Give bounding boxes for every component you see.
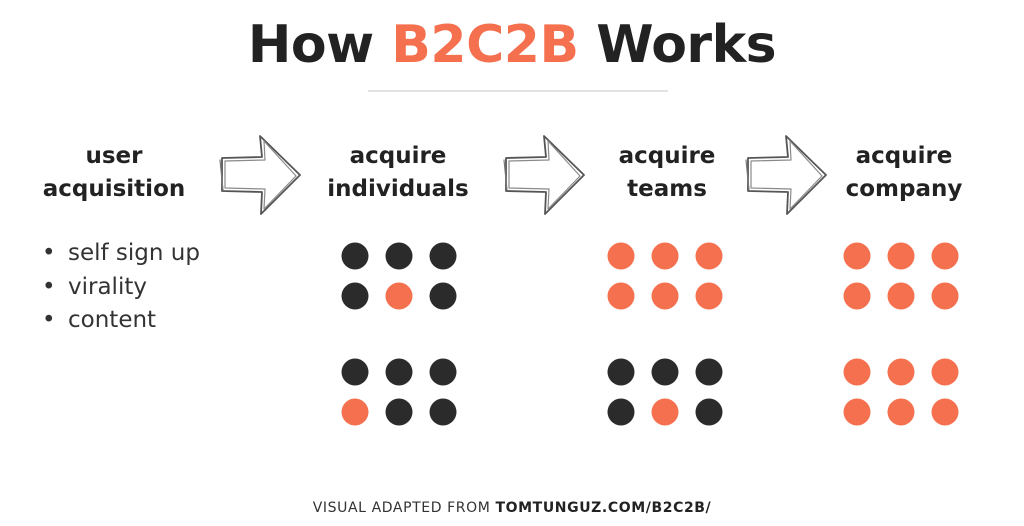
title-accent: B2C2B — [391, 15, 579, 75]
dot-accent — [931, 282, 959, 310]
dot-accent — [843, 242, 871, 270]
column-header-line: acquire — [618, 143, 716, 169]
dot-accent — [607, 242, 635, 270]
dot-dark — [429, 282, 457, 310]
arrow-right-icon — [503, 135, 585, 215]
dot-dark — [341, 242, 369, 270]
dot-dark — [607, 398, 635, 426]
column-header-line: teams — [627, 176, 707, 202]
dot-accent — [695, 282, 723, 310]
dot-dark — [695, 398, 723, 426]
dot-accent — [695, 242, 723, 270]
column-header-acquire-teams: acquire teams — [567, 140, 767, 206]
column-header-user-acquisition: user acquisition — [14, 140, 214, 206]
bullet-item: content — [38, 304, 228, 338]
title-suffix: Works — [596, 15, 777, 75]
dot-dark — [429, 398, 457, 426]
dot-dark — [695, 358, 723, 386]
bullet-list: self sign up virality content — [38, 237, 228, 338]
column-header-line: company — [845, 176, 963, 202]
dot-accent — [385, 282, 413, 310]
dot-accent — [931, 242, 959, 270]
arrow-right-icon — [219, 135, 301, 215]
dot-dark — [385, 358, 413, 386]
dot-dark — [385, 242, 413, 270]
dot-accent — [651, 398, 679, 426]
dot-accent — [887, 242, 915, 270]
bullet-item: self sign up — [38, 237, 228, 271]
column-header-acquire-company: acquire company — [804, 140, 1004, 206]
dot-dark — [385, 398, 413, 426]
dot-accent — [887, 358, 915, 386]
dot-dark — [429, 358, 457, 386]
bullet-item: virality — [38, 271, 228, 305]
column-header-line: acquisition — [42, 176, 186, 202]
dot-accent — [887, 398, 915, 426]
dot-dark — [341, 358, 369, 386]
dot-accent — [341, 398, 369, 426]
column-header-line: user — [85, 143, 143, 169]
dot-accent — [843, 358, 871, 386]
page-title: How B2C2B Works — [0, 10, 1024, 80]
source-credit-link: TOMTUNGUZ.COM/B2C2B/ — [495, 500, 712, 516]
dot-accent — [651, 242, 679, 270]
column-header-line: acquire — [349, 143, 447, 169]
dot-dark — [607, 358, 635, 386]
dot-accent — [607, 282, 635, 310]
column-header-acquire-individuals: acquire individuals — [298, 140, 498, 206]
dot-accent — [931, 358, 959, 386]
title-divider — [368, 90, 668, 92]
dot-dark — [341, 282, 369, 310]
column-header-line: individuals — [327, 176, 469, 202]
dot-accent — [931, 398, 959, 426]
title-prefix: How — [247, 15, 374, 75]
dot-dark — [651, 358, 679, 386]
dot-accent — [843, 282, 871, 310]
column-header-line: acquire — [855, 143, 953, 169]
dot-dark — [429, 242, 457, 270]
dot-accent — [843, 398, 871, 426]
source-credit-prefix: VISUAL ADAPTED FROM — [312, 500, 496, 516]
arrow-right-icon — [745, 135, 827, 215]
source-credit: VISUAL ADAPTED FROM TOMTUNGUZ.COM/B2C2B/ — [0, 500, 1024, 516]
dot-accent — [651, 282, 679, 310]
dot-accent — [887, 282, 915, 310]
